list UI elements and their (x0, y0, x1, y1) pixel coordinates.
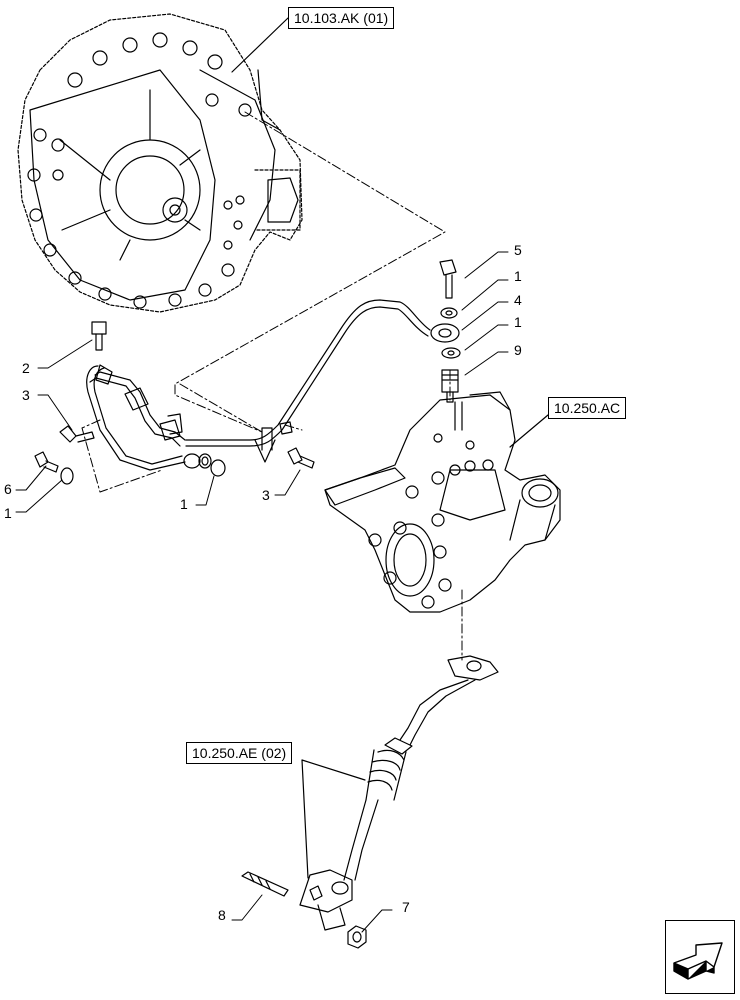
bolt-3-center (287, 447, 315, 469)
stud-8 (241, 871, 289, 897)
alignment-lines (81, 111, 463, 661)
callout-1-mid: 1 (514, 314, 522, 330)
oil-feed-pipe (185, 299, 460, 463)
callout-4: 4 (514, 292, 522, 308)
nut-7 (347, 925, 367, 949)
callout-6: 6 (4, 481, 12, 497)
next-page-arrow-icon[interactable] (665, 920, 735, 994)
callout-3-center: 3 (262, 487, 270, 503)
callout-2: 2 (22, 360, 30, 376)
washer-1-center (210, 459, 226, 477)
callout-3-left: 3 (22, 387, 30, 403)
washer-1-left (60, 467, 74, 485)
callout-leaders (15, 251, 509, 933)
washer-1-mid-hole (447, 350, 455, 356)
bolt-6 (34, 451, 59, 473)
callout-1-top: 1 (514, 268, 522, 284)
oil-drain-pipe (299, 655, 499, 931)
washer-1-top (440, 307, 458, 319)
bolt-5 (439, 259, 457, 299)
transmission-housing (17, 13, 303, 313)
adapter-9 (441, 369, 459, 403)
callout-5: 5 (514, 242, 522, 258)
washer-1-mid (441, 347, 461, 359)
turbocharger (324, 391, 561, 613)
callout-9: 9 (514, 342, 522, 358)
ref-drain-pipe[interactable]: 10.250.AE (02) (186, 742, 293, 764)
leader-turbocharger (509, 414, 549, 448)
washer-1-top-hole (445, 310, 453, 316)
ref-transmission[interactable]: 10.103.AK (01) (288, 7, 395, 29)
callout-1-center: 1 (180, 496, 188, 512)
callout-8: 8 (218, 907, 226, 923)
leader-transmission (231, 17, 289, 73)
ref-turbocharger[interactable]: 10.250.AC (548, 397, 627, 419)
oil-pipe-bracket (86, 321, 212, 471)
callout-1-left: 1 (4, 505, 12, 521)
leader-drain-pipe (301, 759, 366, 879)
callout-7: 7 (402, 899, 410, 915)
bolt-3-left (59, 425, 95, 443)
